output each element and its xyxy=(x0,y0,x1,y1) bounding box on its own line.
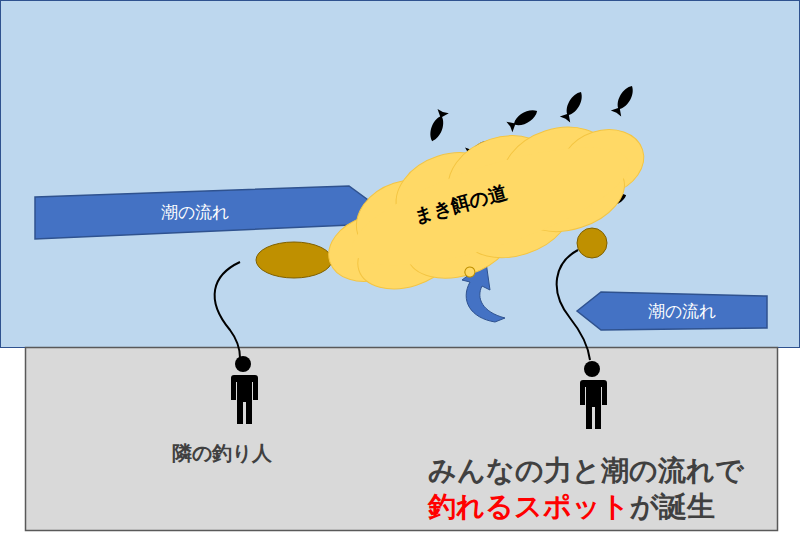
fishing-line xyxy=(215,262,240,358)
note-text: が誕生 xyxy=(630,488,715,526)
current-arrow: 潮の流れ xyxy=(35,183,375,241)
float xyxy=(577,228,607,258)
note-text: 釣れるスポット xyxy=(428,488,630,526)
person-label: 隣の釣り人 xyxy=(172,440,272,467)
node-label: 潮の流れ xyxy=(161,201,229,224)
pier-ground xyxy=(26,348,778,531)
curve-arrow xyxy=(462,262,505,322)
current-arrow: 潮の流れ xyxy=(577,290,767,332)
person-figure xyxy=(580,361,607,429)
person-figure xyxy=(231,356,258,424)
chum-cloud: まき餌の道 xyxy=(325,112,655,297)
node-label: 潮の流れ xyxy=(648,300,716,323)
bait-cage xyxy=(256,242,332,278)
note-text: みんなの力と潮の流れで xyxy=(428,452,744,490)
sea-area xyxy=(1,1,800,348)
